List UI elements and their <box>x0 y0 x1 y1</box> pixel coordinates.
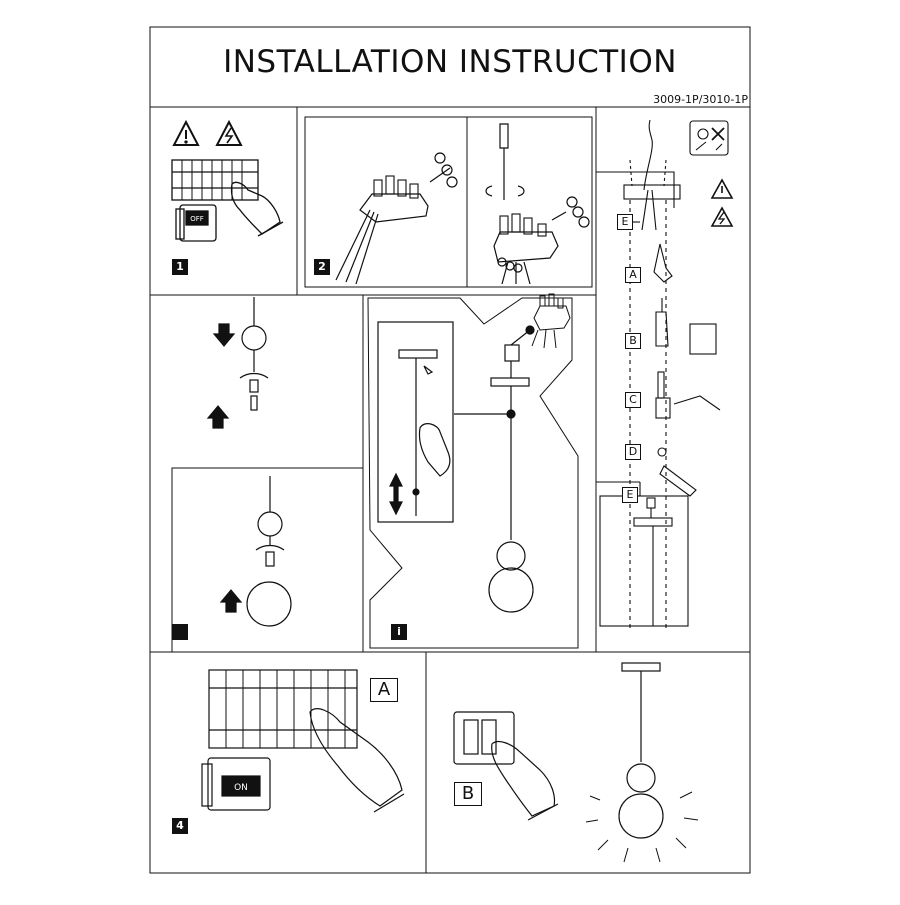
step-badge-4: 4 <box>172 818 188 834</box>
part-label-e-top: E <box>617 214 633 230</box>
part-label-a: A <box>625 267 641 283</box>
panel-height-adjust <box>367 293 579 649</box>
step-badge-1: 1 <box>172 259 188 275</box>
part-label-e-bottom: E <box>622 487 638 503</box>
step-badge-2: 2 <box>314 259 330 275</box>
part-label-b: B <box>625 333 641 349</box>
warning-icon <box>172 119 200 146</box>
off-label: OFF <box>190 215 204 223</box>
panel-4b <box>453 662 699 863</box>
warning-icon <box>710 178 734 199</box>
panel-1 <box>171 119 284 242</box>
final-label-a: A <box>370 678 398 702</box>
electric-hazard-icon <box>710 206 734 227</box>
part-label-d: D <box>625 444 641 460</box>
model-number: 3009-1P/3010-1P <box>653 93 748 106</box>
step-badge-info: i <box>391 624 407 640</box>
part-label-c: C <box>625 392 641 408</box>
panel-bulb-remove <box>206 297 269 429</box>
panel-4a <box>201 669 405 813</box>
page-title: INSTALLATION INSTRUCTION <box>223 44 677 80</box>
no-tools-icon <box>689 120 729 156</box>
electric-hazard-icon <box>215 119 243 146</box>
panel-2 <box>335 123 590 285</box>
outer-frame <box>149 26 751 874</box>
panel-mounting <box>596 119 734 630</box>
panel-globe-attach <box>219 476 292 627</box>
step-badge-3 <box>172 624 188 640</box>
final-label-b: B <box>454 782 482 806</box>
on-label: ON <box>234 783 248 793</box>
